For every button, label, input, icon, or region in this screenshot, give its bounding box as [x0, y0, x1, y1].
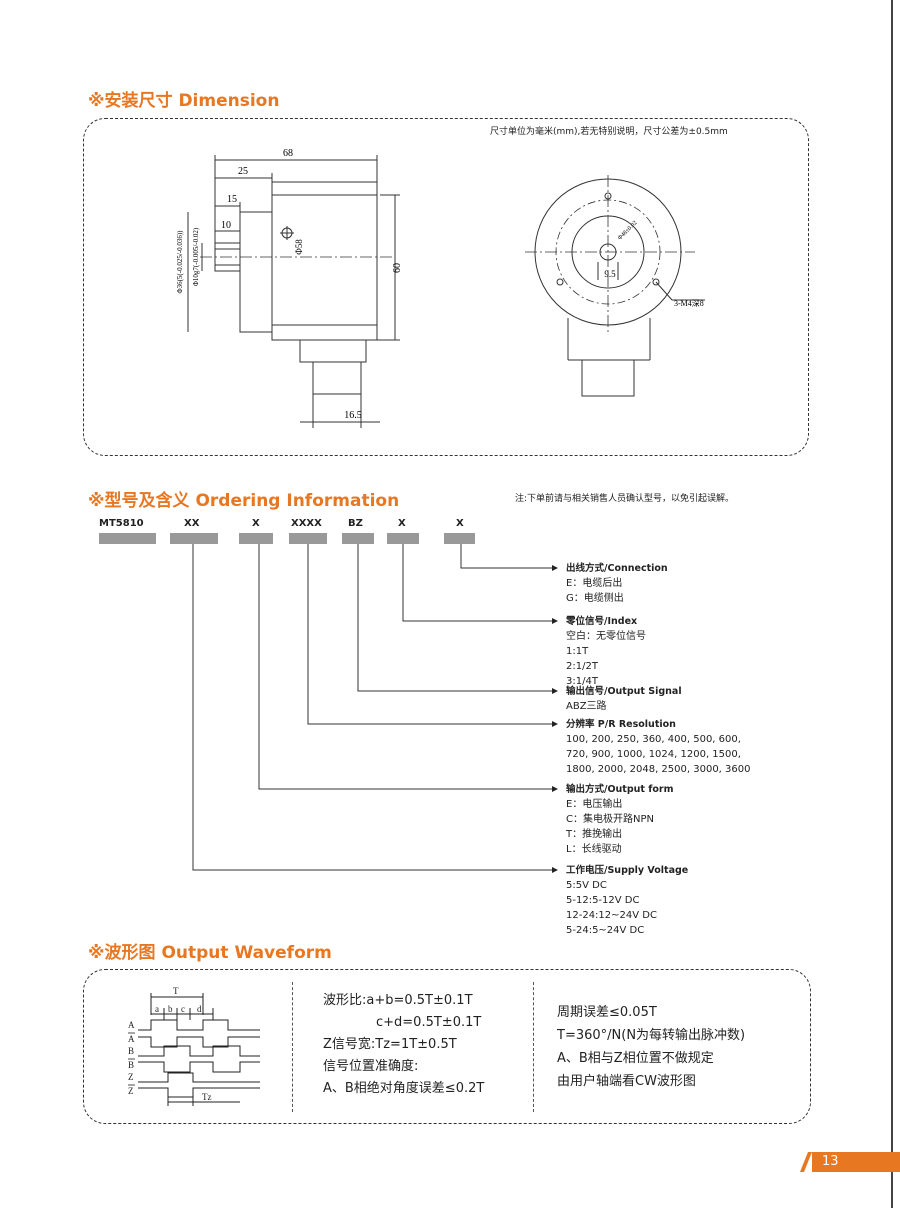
waveform-diagram: T a b c d A A B B Z Z Tz [128, 986, 260, 1106]
wave-label-c: c [181, 1004, 185, 1014]
code-connection: X [456, 518, 464, 529]
front-view-drawing: 9.5 3-M4深8 Φ48±0.02 [525, 175, 705, 397]
waveform-divider-left [292, 982, 293, 1112]
wave-label-A: A [128, 1020, 135, 1030]
ordering-note: 注:下单前请与相关销售人员确认型号，以免引起误解。 [515, 494, 735, 504]
waveform-box [83, 969, 811, 1124]
code-bar-index [387, 533, 419, 544]
option-resolution-head: 分辨率 P/R Resolution [566, 719, 676, 730]
option-line: 5-24:5~24V DC [566, 925, 645, 936]
wave-ratio-1: 波形比:a+b=0.5T±0.1T [323, 993, 473, 1008]
dimension-title: ※安装尺寸 Dimension [88, 91, 280, 111]
waveform-middle-text: 波形比:a+b=0.5T±0.1T c+d=0.5T±0.1T Z信号宽:Tz=… [323, 990, 484, 1100]
waveform-divider-right [533, 982, 534, 1112]
page-number-slash [800, 1152, 812, 1172]
wave-label-d: d [197, 1004, 202, 1014]
option-supply-voltage: 工作电压/Supply Voltage 5:5V DC 5-12:5-12V D… [566, 863, 688, 938]
dim-9-5: 9.5 [604, 269, 616, 279]
code-bar-model [99, 533, 156, 544]
option-line: L：长线驱动 [566, 844, 622, 855]
dim-phi10: Φ10g7(-0.005/-0.02) [192, 227, 200, 286]
code-model: MT5810 [99, 518, 144, 529]
option-connection: 出线方式/Connection E：电缆后出 G：电缆侧出 [566, 561, 668, 606]
option-line: E：电缆后出 [566, 578, 623, 589]
option-line: E：电压输出 [566, 799, 623, 810]
wave-phase-note: A、B相与Z相位置不做规定 [557, 1051, 714, 1066]
dim-phi58: Φ58 [294, 239, 304, 255]
wave-label-b: b [168, 1004, 173, 1014]
wave-ab-error: A、B相绝对角度误差≤0.2T [323, 1081, 485, 1096]
wave-period-error: 周期误差≤0.05T [557, 1005, 657, 1020]
option-line: ABZ三路 [566, 701, 607, 712]
dim-3-m4: 3-M4深8 [674, 299, 704, 308]
wave-label-Z-bar: Z [128, 1086, 134, 1096]
code-index: X [398, 518, 406, 529]
dim-10: 10 [221, 220, 231, 231]
code-bar-resolution [289, 533, 327, 544]
code-bar-supply-voltage [170, 533, 218, 544]
dim-15: 15 [227, 194, 237, 205]
wave-label-Tz: Tz [202, 1092, 212, 1102]
option-line: 1:1T [566, 646, 589, 657]
dim-25: 25 [238, 166, 248, 177]
wave-T-definition: T=360°/N(N为每转输出脉冲数) [557, 1028, 746, 1043]
option-line: 2:1/2T [566, 661, 598, 672]
option-output-form: 输出方式/Output form E：电压输出 C：集电极开路NPN T：推挽输… [566, 782, 674, 857]
option-line: 100, 200, 250, 360, 400, 500, 600, [566, 734, 741, 745]
code-bar-connection [444, 533, 475, 544]
option-line: 720, 900, 1000, 1024, 1200, 1500, [566, 749, 741, 760]
option-line: G：电缆侧出 [566, 593, 624, 604]
option-line: T：推挽输出 [566, 829, 623, 840]
option-line: 3:1/4T [566, 676, 598, 687]
code-resolution: XXXX [291, 518, 322, 529]
option-line: 1800, 2000, 2048, 2500, 3000, 3600 [566, 764, 751, 775]
option-index: 零位信号/Index 空白：无零位信号 1:1T 2:1/2T 3:1/4T [566, 614, 646, 689]
option-line: 5:5V DC [566, 880, 607, 891]
option-line: 12-24:12~24V DC [566, 910, 657, 921]
wave-cw-note: 由用户轴端看CW波形图 [557, 1074, 696, 1089]
code-bar-output-form [239, 533, 273, 544]
page-number-text: 13 [822, 1154, 839, 1169]
option-output-form-head: 输出方式/Output form [566, 784, 674, 795]
wave-label-a: a [155, 1004, 159, 1014]
page-number: 13 [812, 1152, 900, 1172]
wave-label-B-bar: B [128, 1060, 134, 1070]
side-view-drawing: 68 25 15 10 Φ58 60 16.5 Φ36(5(-0.025/-0.… [176, 148, 403, 428]
wave-label-B: B [128, 1046, 134, 1056]
dimension-box [83, 118, 809, 456]
wave-label-Z: Z [128, 1072, 134, 1082]
dim-68: 68 [283, 148, 293, 159]
option-resolution: 分辨率 P/R Resolution 100, 200, 250, 360, 4… [566, 717, 750, 777]
wave-label-T: T [173, 986, 179, 996]
wave-label-A-bar: A [128, 1034, 135, 1044]
waveform-title: ※波形图 Output Waveform [88, 943, 332, 963]
option-connection-head: 出线方式/Connection [566, 563, 668, 574]
code-supply-voltage: XX [184, 518, 200, 529]
wave-ratio-2: c+d=0.5T±0.1T [376, 1015, 482, 1030]
dim-phi36: Φ36(5(-0.025/-0.036)) [176, 230, 184, 294]
option-index-head: 零位信号/Index [566, 616, 638, 627]
dim-16-5: 16.5 [344, 410, 362, 421]
ordering-title: ※型号及含义 Ordering Information [88, 491, 400, 511]
dimension-note: 尺寸单位为毫米(mm),若无特别说明，尺寸公差为±0.5mm [490, 127, 728, 137]
option-supply-voltage-head: 工作电压/Supply Voltage [566, 865, 689, 876]
waveform-right-text: 周期误差≤0.05T T=360°/N(N为每转输出脉冲数) A、B相与Z相位置… [557, 1001, 745, 1093]
dim-60: 60 [392, 263, 403, 273]
wave-accuracy-label: 信号位置准确度: [323, 1059, 419, 1074]
option-output-signal: 输出信号/Output Signal ABZ三路 [566, 684, 682, 714]
option-line: 5-12:5-12V DC [566, 895, 640, 906]
code-output-form: X [252, 518, 260, 529]
wave-z-width: Z信号宽:Tz=1T±0.5T [323, 1037, 457, 1052]
code-bar-output-signal [342, 533, 374, 544]
code-output-signal: BZ [348, 518, 363, 529]
option-output-signal-head: 输出信号/Output Signal [566, 686, 682, 697]
option-line: C：集电极开路NPN [566, 814, 654, 825]
option-line: 空白：无零位信号 [566, 631, 646, 642]
